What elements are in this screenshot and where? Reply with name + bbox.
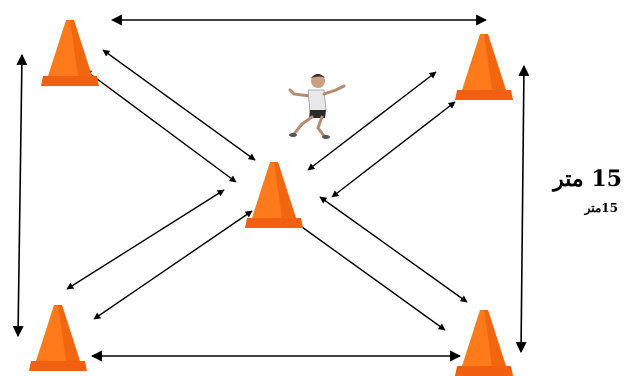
cone-icon xyxy=(245,162,303,228)
arrow-bl-center-inner xyxy=(93,210,253,320)
arrow-tl-center-outer xyxy=(102,49,256,161)
cone-icon xyxy=(455,34,513,100)
arrow-right xyxy=(515,64,530,354)
arrow-br-center-inner xyxy=(294,221,446,331)
cone-icon xyxy=(455,310,513,376)
cone-icon xyxy=(29,305,87,371)
arrow-tr-center-outer xyxy=(307,71,437,171)
distance-label-small: 15متر xyxy=(584,201,618,215)
running-child-icon xyxy=(288,74,346,139)
arrow-tr-center-inner xyxy=(331,101,456,198)
arrow-br-center-outer xyxy=(319,196,468,303)
arrow-left xyxy=(12,53,28,338)
perimeter-arrows xyxy=(12,14,530,362)
arrow-tl-center-inner xyxy=(84,69,237,183)
arrow-bl-center-outer xyxy=(66,189,225,290)
distance-label: 15 متر xyxy=(553,166,622,192)
diagonal-arrows xyxy=(66,49,468,331)
cone-icon xyxy=(41,20,99,86)
